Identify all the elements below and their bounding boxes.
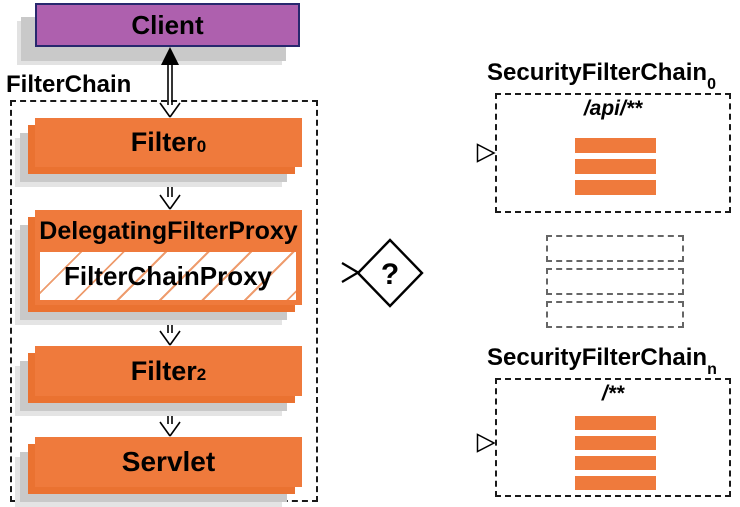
ellipsis-bar — [546, 301, 684, 328]
security-filter-chain0-box: /api/** — [495, 93, 731, 213]
security-filter-bar — [575, 159, 656, 174]
arrow-proxy-filter2 — [159, 305, 181, 346]
security-filter-bar — [575, 436, 656, 450]
arrow-filter0-delegating — [159, 167, 181, 210]
security-filter-bar — [575, 416, 656, 430]
ellipsis-bar — [546, 235, 684, 262]
filter2-label: Filter — [130, 355, 197, 386]
filter-chain-proxy-label: FilterChainProxy — [63, 260, 273, 291]
client-box: Client — [35, 3, 300, 47]
question-mark-label: ? — [381, 258, 399, 291]
arrow-filter2-servlet — [159, 396, 181, 437]
arrowhead-into-chainN — [476, 433, 496, 453]
delegating-filter-proxy-box: DelegatingFilterProxy FilterChainProxy — [35, 210, 302, 305]
ellipsis-bar — [546, 268, 684, 295]
security-filter-bar — [575, 180, 656, 195]
security-filter-chainN-box: /** — [495, 378, 731, 497]
filterchain-label: FilterChain — [6, 71, 132, 98]
filterchain-boundary — [10, 100, 318, 502]
decision-diamond: ? — [356, 238, 424, 308]
chainN-filter-bars — [575, 416, 656, 490]
arrowhead-into-chain0 — [476, 143, 496, 163]
client-label: Client — [131, 9, 204, 40]
servlet-box: Servlet — [35, 437, 302, 487]
filter-chain-proxy-box: FilterChainProxy — [40, 252, 296, 300]
chain0-filter-bars — [575, 138, 656, 195]
security-filter-bar — [575, 456, 656, 470]
security-filter-bar — [575, 476, 656, 490]
servlet-label: Servlet — [121, 446, 216, 477]
delegating-filter-proxy-label: DelegatingFilterProxy — [39, 217, 298, 245]
chainN-url-pattern: /** — [601, 382, 625, 405]
chain0-url-pattern: /api/** — [583, 97, 643, 120]
security-filter-chain0-title: SecurityFilterChain0 — [487, 59, 716, 93]
security-filter-chainN-title: SecurityFilterChainn — [487, 344, 717, 378]
chainN-title-subscript: n — [707, 360, 717, 378]
security-filter-bar — [575, 138, 656, 153]
arrowhead-into-diamond — [341, 262, 359, 283]
chain0-title-subscript: 0 — [707, 75, 716, 93]
filter0-label: Filter — [130, 127, 197, 157]
ellipsis-chain-bars — [546, 235, 684, 328]
arrow-client-filter0 — [159, 47, 181, 118]
